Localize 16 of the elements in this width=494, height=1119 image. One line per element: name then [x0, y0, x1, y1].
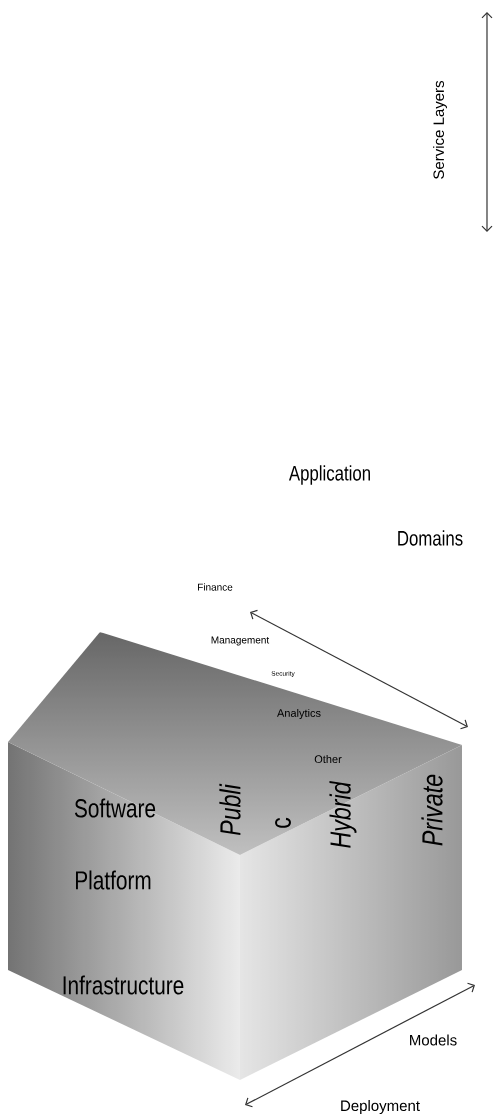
- category-label: Analytics: [277, 708, 321, 720]
- category-label: Application: [288, 465, 370, 485]
- category-label: Infrastructure: [63, 975, 184, 995]
- category-label: Service Layers: [433, 81, 447, 179]
- category-label: Platform: [76, 870, 151, 890]
- category-label: Hybrid: [329, 780, 357, 848]
- category-label: Models: [410, 1034, 457, 1046]
- category-label: Deployment: [341, 1100, 420, 1114]
- category-label: Private: [421, 774, 443, 846]
- category-label: Finance: [198, 583, 233, 591]
- category-label: Management: [211, 636, 270, 646]
- category-label: Domains: [398, 530, 463, 546]
- category-label: c: [275, 817, 291, 828]
- category-label: Publi: [219, 783, 241, 836]
- category-label: Other: [314, 754, 342, 764]
- category-label: Software: [74, 798, 156, 818]
